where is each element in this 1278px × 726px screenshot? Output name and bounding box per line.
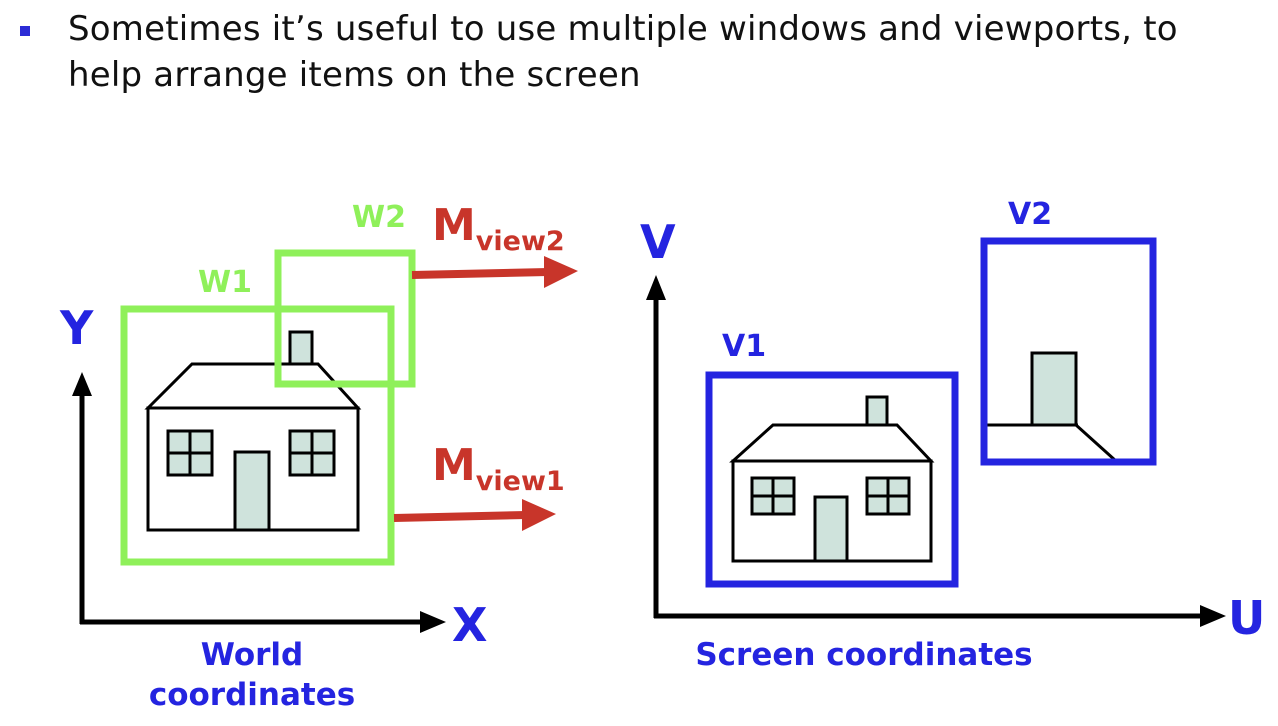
viewport-v1 [705, 371, 959, 588]
window-w2-label: W2 [352, 200, 406, 235]
bullet-marker-icon [20, 26, 30, 36]
m-view2-arrow-shaft [411, 268, 549, 279]
world-coordinates-panel: Y X World coordinates W1 W2 [59, 200, 487, 713]
m-view1-subscript: view1 [476, 466, 565, 497]
m-view2-subscript: view2 [476, 226, 565, 257]
screen-coordinates-panel: V U Screen coordinates V1 V2 [640, 197, 1265, 673]
world-x-axis-label: X [452, 598, 487, 652]
viewport-v1-house-icon [729, 395, 935, 563]
world-caption-line1: World [201, 637, 304, 673]
window-w1 [120, 305, 395, 566]
viewport-v2-zoomed-detail-icon [986, 351, 1118, 463]
screen-u-arrowhead-icon [1200, 605, 1226, 627]
m-view2-label: Mview2 [432, 200, 565, 257]
m-view1-label: Mview1 [432, 440, 565, 497]
window-w1-label: W1 [198, 265, 252, 300]
world-y-axis-label: Y [59, 301, 94, 355]
m-view2-transform: Mview2 [411, 200, 578, 288]
m-view2-main: M [432, 200, 476, 251]
screen-v-axis-label: V [640, 215, 676, 269]
m-view1-arrowhead-icon [522, 499, 556, 531]
viewport-v1-label: V1 [722, 329, 766, 364]
screen-u-axis-label: U [1228, 591, 1265, 645]
world-y-arrowhead-icon [72, 372, 92, 396]
m-view2-arrowhead-icon [544, 256, 578, 288]
world-x-arrowhead-icon [420, 611, 446, 633]
m-view1-transform: Mview1 [393, 440, 565, 531]
viewport-v2-label: V2 [1008, 197, 1052, 232]
screen-v-arrowhead-icon [646, 275, 666, 300]
m-view1-main: M [432, 440, 476, 491]
world-house-icon [144, 330, 362, 532]
window-w2 [274, 249, 416, 388]
bullet-text: Sometimes it’s useful to use multiple wi… [68, 9, 1178, 95]
m-view1-arrow-shaft [393, 511, 527, 522]
world-caption-line2: coordinates [149, 677, 355, 713]
screen-caption: Screen coordinates [695, 637, 1032, 673]
viewport-v2 [980, 237, 1157, 466]
